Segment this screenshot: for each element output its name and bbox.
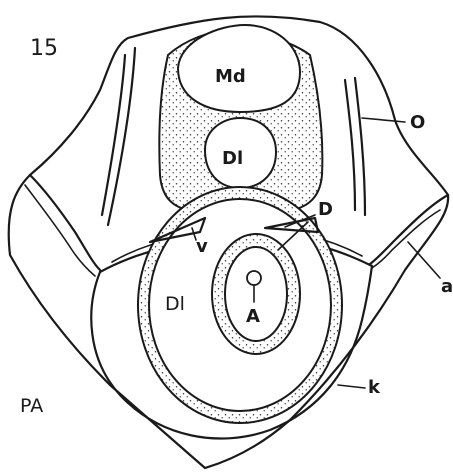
k-label: k bbox=[368, 377, 381, 398]
a-right-label: a bbox=[441, 276, 453, 297]
o-label: O bbox=[410, 112, 425, 133]
o-leader-line bbox=[362, 118, 405, 122]
pa-corner-label: PA bbox=[20, 395, 43, 417]
figure-number: 15 bbox=[30, 36, 58, 61]
md-label: Md bbox=[215, 66, 246, 87]
left-flap bbox=[30, 175, 100, 270]
d-label: D bbox=[318, 199, 333, 220]
right-vertical-lamella bbox=[345, 78, 365, 215]
central-canal bbox=[247, 271, 261, 285]
dl-lower-label: Dl bbox=[165, 293, 185, 315]
v-label: v bbox=[196, 236, 208, 257]
a-center-label: A bbox=[246, 306, 260, 327]
right-flap-inner-line bbox=[372, 210, 440, 268]
right-flap bbox=[370, 195, 448, 264]
k-leader-line bbox=[338, 385, 365, 388]
dl-upper-label: Dl bbox=[222, 148, 243, 169]
left-flap-inner-line bbox=[25, 185, 95, 276]
